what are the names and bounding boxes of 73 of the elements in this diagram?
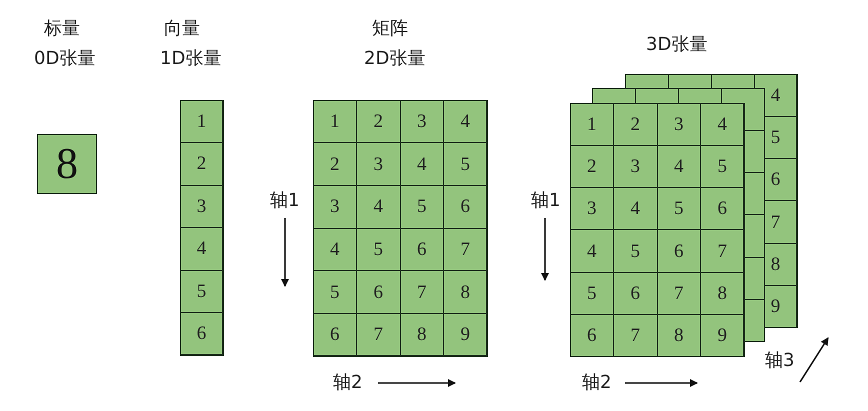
cell-value: 5 [718,156,727,176]
cell-value: 6 [460,197,470,216]
cell-value: 1 [330,112,340,131]
cell-value: 2 [630,114,640,134]
matrix-heading: 矩阵 [372,20,408,38]
cell-value: 1 [196,112,206,131]
cell-value: 9 [460,325,470,344]
cell-value: 8 [417,325,426,344]
cell-value: 6 [630,284,640,303]
scalar-heading: 标量 [44,20,80,38]
cell-value: 6 [417,240,426,259]
cell-value: 6 [374,282,383,302]
cell-value: 5 [374,240,383,259]
cell-value: 3 [417,112,426,131]
cell-value: 5 [417,197,426,216]
cell-value: 2 [196,154,206,174]
cell-value: 7 [770,212,780,232]
cell-value: 3 [630,156,640,176]
cell-value: 3 [587,199,596,218]
cell-value: 2 [330,154,340,174]
cell-value: 5 [674,199,684,218]
cell-value: 1 [587,114,596,134]
cell-value: 8 [770,254,780,274]
cell-value: 2 [374,112,383,131]
axis-label: 轴1 [531,192,560,210]
cell-value: 5 [460,154,470,174]
cell-value: 5 [330,282,340,302]
cell-value: 3 [196,196,206,216]
tensor-rank-label: 2D张量 [364,50,426,68]
cell-value: 3 [330,197,340,216]
cell-value: 6 [587,326,596,346]
tensor-rank-label: 1D张量 [160,50,222,68]
cell-value: 6 [196,324,206,344]
cell-value: 6 [330,325,340,344]
cell-value: 6 [770,170,780,190]
cell-value: 4 [460,112,470,131]
cell-value: 3 [674,114,684,134]
cell-value: 8 [718,284,727,303]
cell-value: 9 [718,326,727,346]
cell-value: 4 [718,114,727,134]
vector-heading: 向量 [164,20,200,38]
axis-label: 轴3 [765,352,794,370]
cell-value: 8 [674,326,684,346]
axis-label: 轴1 [270,192,300,210]
cell-value: 9 [770,297,780,316]
cell-value: 4 [196,239,206,258]
cell-value: 7 [630,326,640,346]
cell-value: 7 [460,240,470,259]
cell-value: 5 [770,128,780,147]
cell-value: 3 [374,154,383,174]
cell-value: 4 [674,156,684,176]
cell-value: 4 [374,197,383,216]
cell-value: 6 [674,242,684,261]
cell-value: 6 [718,199,727,218]
cell-value: 8 [460,282,470,302]
cell-value: 5 [630,242,640,261]
cell-value: 7 [417,282,426,302]
scalar-cell: 8 [37,134,97,194]
tensor-rank-label: 0D张量 [34,50,96,68]
cell-value: 7 [374,325,383,344]
cell-value: 7 [674,284,684,303]
cell-value: 4 [630,199,640,218]
cell-value: 2 [587,156,596,176]
cell-value: 4 [330,240,340,259]
cell-value: 5 [196,282,206,301]
cell-value: 5 [587,284,596,303]
cell-value: 4 [417,154,426,174]
axis-label: 轴2 [582,374,612,392]
tensor-heading: 3D张量 [646,36,708,54]
cell-value: 7 [718,242,727,261]
cell-value: 4 [587,242,596,261]
axis-label: 轴2 [333,374,362,392]
cell-value: 4 [770,86,780,105]
